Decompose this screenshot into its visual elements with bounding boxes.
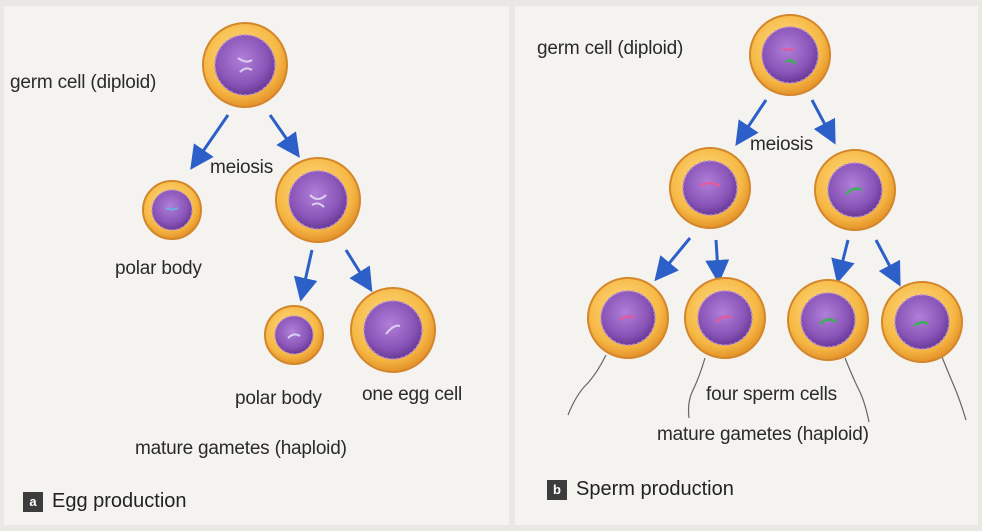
sperm-production-caption: Sperm production xyxy=(576,478,734,501)
arrow-b1 xyxy=(742,100,766,136)
meiosis-label-b: meiosis xyxy=(750,134,813,156)
arrow-a1 xyxy=(197,115,228,160)
arrow-b5 xyxy=(840,240,848,272)
arrow-a3 xyxy=(303,250,312,290)
germ-cell-egg xyxy=(203,23,287,107)
polar-body-cell-1 xyxy=(143,181,201,239)
secondary-oocyte-cell xyxy=(276,158,360,242)
mature-gametes-label-b: mature gametes (haploid) xyxy=(657,424,869,446)
meiosis-label-a: meiosis xyxy=(210,157,273,179)
secondary-spermatocyte-2 xyxy=(815,150,895,230)
arrow-b4 xyxy=(716,240,718,272)
polar-body-label-2: polar body xyxy=(235,388,322,410)
arrow-b6 xyxy=(876,240,895,276)
germ-cell-label-a: germ cell (diploid) xyxy=(10,72,156,94)
panel-b-badge: b xyxy=(547,480,567,500)
arrow-b3 xyxy=(662,238,690,272)
arrow-a2 xyxy=(270,115,293,148)
egg-cell xyxy=(351,288,435,372)
arrow-b2 xyxy=(812,100,830,134)
sperm-cell-4 xyxy=(882,282,966,420)
arrow-a4 xyxy=(346,250,366,282)
four-sperm-cells-label: four sperm cells xyxy=(706,384,837,406)
egg-cell-label: one egg cell xyxy=(362,384,462,406)
secondary-spermatocyte-1 xyxy=(670,148,750,228)
mature-gametes-label-a: mature gametes (haploid) xyxy=(135,438,347,460)
polar-body-label-1: polar body xyxy=(115,258,202,280)
germ-cell-label-b: germ cell (diploid) xyxy=(537,38,683,60)
germ-cell-sperm xyxy=(750,15,830,95)
sperm-cell-1 xyxy=(568,278,668,415)
panel-a-badge: a xyxy=(23,492,43,512)
polar-body-cell-2 xyxy=(265,306,323,364)
egg-production-caption: Egg production xyxy=(52,490,187,513)
